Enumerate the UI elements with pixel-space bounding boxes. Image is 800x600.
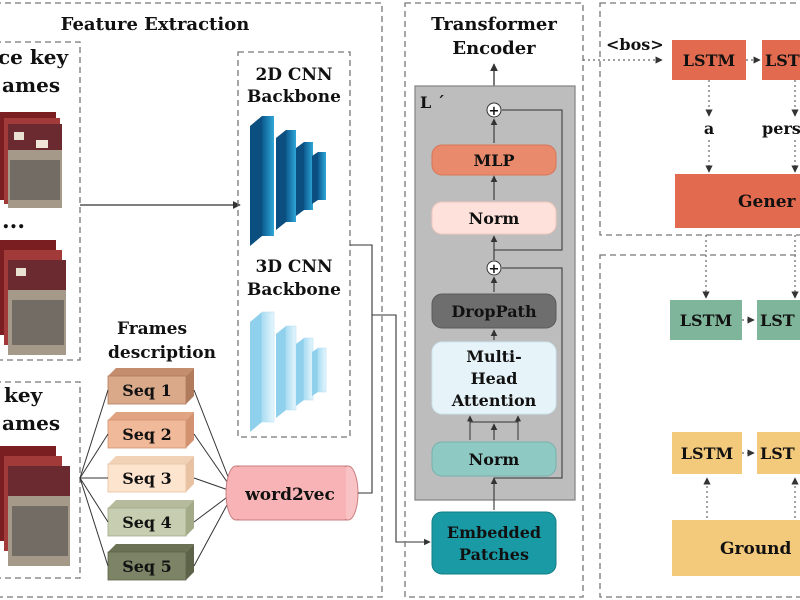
frames-bottom-label-line2: ames xyxy=(2,411,60,435)
embedded-label-line1: Embedded xyxy=(447,523,541,542)
decoder-bottom-panel: LSTM LST LSTM LST Ground xyxy=(599,254,800,598)
lstm-green-1: LSTM xyxy=(670,300,742,340)
add-node-middle-label: + xyxy=(489,262,500,277)
frame-stack-upper xyxy=(0,112,62,208)
seq-box-4: Seq 4 xyxy=(107,500,194,537)
frames-ellipsis: ... xyxy=(2,208,25,234)
ground-label: Ground xyxy=(720,539,792,559)
bos-token: <bos> xyxy=(606,35,664,54)
frames-description-line1: Frames xyxy=(117,319,187,339)
frames-description-line2: description xyxy=(108,343,216,363)
seq-label-2: Seq 2 xyxy=(122,425,172,444)
cnn3d-label-line1: 3D CNN xyxy=(255,257,332,277)
norm-bottom-block: Norm xyxy=(431,441,557,477)
mlp-label: MLP xyxy=(474,151,515,170)
feature-to-encoder-connectors xyxy=(350,244,431,546)
lstm-green-2-label: LST xyxy=(760,311,795,330)
droppath-block: DropPath xyxy=(431,293,557,329)
generated-block: Gener xyxy=(675,174,800,228)
cnn2d-blocks xyxy=(250,116,326,246)
norm-bottom-label: Norm xyxy=(469,450,520,469)
lstm-green-1-label: LSTM xyxy=(680,311,732,330)
seq-label-1: Seq 1 xyxy=(122,381,172,400)
seq-box-5: Seq 5 xyxy=(107,544,194,581)
seq-box-2: Seq 2 xyxy=(107,412,194,449)
add-node-middle: + xyxy=(486,260,502,277)
word2vec-cylinder: word2vec xyxy=(225,465,359,521)
seq-label-5: Seq 5 xyxy=(122,557,172,576)
mlp-block: MLP xyxy=(431,144,557,176)
norm-top-label: Norm xyxy=(469,209,520,228)
cnn-backbone-box: 2D CNN Backbone 3D CNN Backbone xyxy=(237,51,351,438)
encoder-panel: Transformer Encoder L ´ + + xyxy=(404,2,584,598)
lstm-top-1: LSTM xyxy=(672,40,746,80)
top-to-bottom-arrows xyxy=(702,235,799,299)
attention-label-line3: Attention xyxy=(451,391,537,410)
seq-label-3: Seq 3 xyxy=(122,469,172,488)
word-a: a xyxy=(704,119,714,138)
seq-box-3: Seq 3 xyxy=(107,456,194,493)
word-person: pers xyxy=(762,119,800,138)
lstm-top-1-label: LSTM xyxy=(683,51,735,70)
seq-list: Seq 1 Seq 2 Seq 3 Seq 4 xyxy=(107,368,194,581)
embedded-label-line2: Patches xyxy=(459,545,529,564)
lstm-yellow-2-label: LST xyxy=(760,444,795,463)
norm-top-block: Norm xyxy=(431,201,557,235)
decoder-top-panel: <bos> LSTM LST a pers Gener xyxy=(599,2,800,236)
frame-stack-bottom xyxy=(0,446,70,566)
seq-label-4: Seq 4 xyxy=(122,513,172,532)
feature-extraction-panel: Feature Extraction ce key ames ... xyxy=(0,2,383,598)
cnn3d-label-line2: Backbone xyxy=(247,280,341,300)
frames-top-label-line1: ce key xyxy=(0,45,69,69)
lstm-yellow-1: LSTM xyxy=(672,432,742,474)
droppath-label: DropPath xyxy=(451,302,537,321)
attention-label-line1: Multi- xyxy=(466,347,522,366)
add-node-top: + xyxy=(486,102,502,119)
seq-box-1: Seq 1 xyxy=(107,368,194,405)
attention-label-line2: Head xyxy=(471,369,518,388)
lstm-top-2-label: LST xyxy=(765,51,800,70)
lstm-green-2: LST xyxy=(757,300,800,340)
attention-qkv-arrows xyxy=(467,415,521,440)
lstm-yellow-1-label: LSTM xyxy=(681,444,733,463)
frame-stack-lower xyxy=(0,240,66,355)
frames-top-label-line2: ames xyxy=(2,73,60,97)
frames-to-seq-lines xyxy=(79,389,109,567)
word2vec-label: word2vec xyxy=(244,485,335,505)
feature-extraction-title: Feature Extraction xyxy=(61,14,250,35)
add-node-top-label: + xyxy=(489,104,500,119)
ground-to-lstm-arrows xyxy=(703,477,799,518)
lstm-top-output-arrows xyxy=(705,80,799,173)
lstm-yellow-2: LST xyxy=(757,432,800,474)
frames-bottom-box: key ames xyxy=(0,381,81,579)
embedded-patches-block: Embedded Patches xyxy=(431,511,557,575)
frames-top-box: ce key ames ... xyxy=(0,41,81,361)
encoder-title-line1: Transformer xyxy=(431,14,557,35)
frames-bottom-label-line1: key xyxy=(4,383,44,407)
ground-truth-block: Ground xyxy=(672,520,800,576)
attention-block: Multi- Head Attention xyxy=(431,341,557,415)
cnn2d-label-line1: 2D CNN xyxy=(255,65,332,85)
lstm-top-2: LST xyxy=(762,40,800,80)
cnn3d-blocks xyxy=(250,311,327,432)
encoder-layers-label: L ´ xyxy=(420,93,445,112)
cnn2d-label-line2: Backbone xyxy=(247,87,341,107)
encoder-title-line2: Encoder xyxy=(452,38,536,59)
generated-label: Gener xyxy=(738,192,797,212)
